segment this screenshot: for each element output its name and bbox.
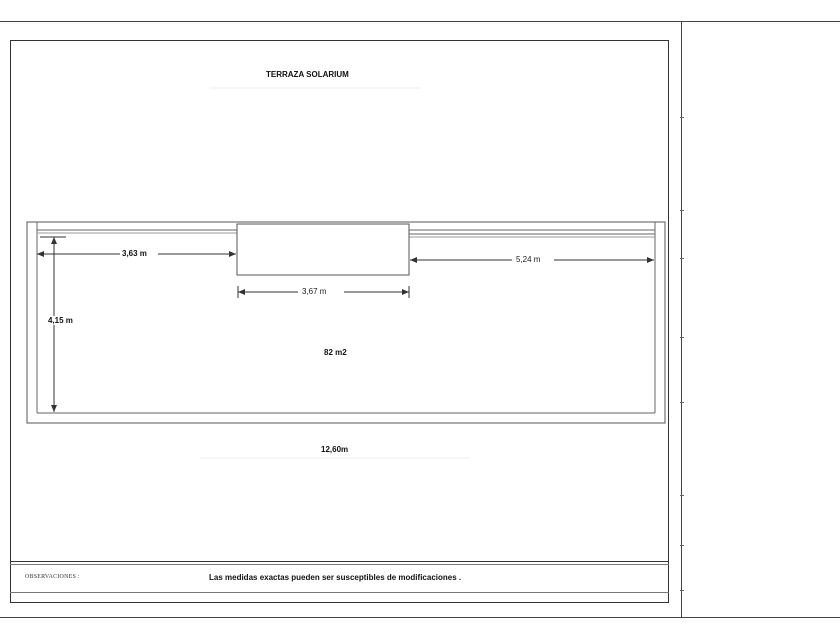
sheet-top-border [0, 21, 840, 22]
dimension-right: 5,24 m [514, 255, 543, 264]
arrowhead [402, 289, 409, 295]
arrowhead [51, 405, 57, 412]
arrowhead [51, 237, 57, 244]
side-tick [680, 337, 684, 338]
observations-label: OBSERVACIONES : [25, 574, 80, 580]
sheet-divider [681, 21, 682, 618]
side-tick [680, 402, 684, 403]
arrowhead [229, 251, 236, 257]
side-tick [680, 210, 684, 211]
footer-divider [10, 564, 669, 565]
sheet-bottom-border [0, 617, 840, 618]
side-tick [680, 590, 684, 591]
footer-divider [10, 592, 669, 593]
arrowhead [410, 257, 417, 263]
area-label: 82 m2 [322, 348, 349, 357]
dimension-middle: 3,67 m [300, 287, 329, 296]
arrowhead [647, 257, 654, 263]
arrowhead [238, 289, 245, 295]
plan-title: TERRAZA SOLARIUM [264, 70, 351, 79]
dimension-total-width: 12,60m [319, 445, 351, 454]
central-block [236, 223, 410, 276]
dimension-left-top: 3,63 m [120, 249, 149, 258]
side-tick [680, 495, 684, 496]
disclaimer-note: Las medidas exactas pueden ser susceptib… [209, 573, 462, 582]
footer-divider [10, 561, 669, 562]
side-tick [680, 258, 684, 259]
terrace-outline [26, 221, 666, 424]
dimension-height: 4,15 m [46, 316, 75, 325]
side-tick [680, 545, 684, 546]
arrowhead [37, 251, 44, 257]
side-tick [680, 117, 684, 118]
drawing-frame [10, 40, 669, 603]
